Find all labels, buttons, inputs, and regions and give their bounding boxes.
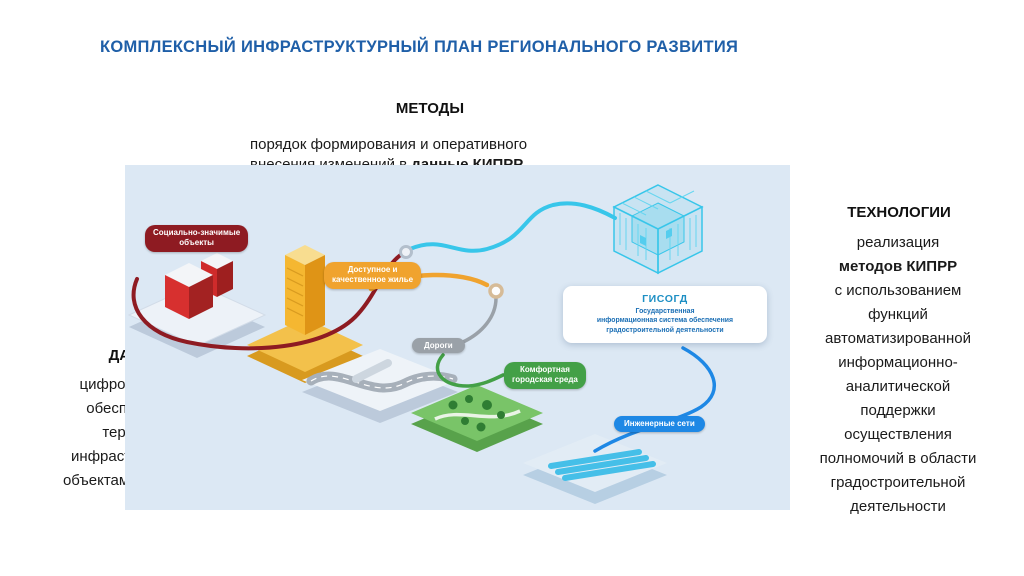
gisogd-line3: градостроительной деятельности: [606, 326, 724, 334]
gisogd-line1: Государственная: [635, 308, 695, 315]
technologies-heading: ТЕХНОЛОГИИ: [847, 204, 951, 221]
technologies-line2-bold: методов КИПРР: [838, 258, 958, 275]
connector-roads: [461, 296, 498, 344]
connector-environment: [435, 353, 505, 388]
technologies-rest: с использованием функций автоматизирован…: [819, 282, 977, 515]
label-engineering-networks: Инженерные сети: [614, 416, 705, 433]
connector-networks: [593, 346, 716, 453]
methods-heading: МЕТОДЫ: [395, 100, 465, 117]
gisogd-line2: информационная система обеспечения: [596, 317, 734, 325]
connector-cyan: [408, 201, 617, 253]
housing-ring-node: [488, 283, 504, 299]
methods-line1: порядок формирования и оперативного: [250, 136, 528, 153]
connector-lines: [131, 201, 716, 453]
technologies-text: реализация методов КИПРР с использование…: [778, 231, 1018, 519]
gisogd-card: ГИСОГД Государственная информационная си…: [563, 286, 767, 343]
label-housing: Доступное и качественное жилье: [324, 262, 422, 289]
label-urban-environment: Комфортная городская среда: [504, 362, 586, 389]
gisogd-title: ГИСОГД: [642, 293, 688, 305]
diagram-illustration: [127, 184, 716, 504]
label-roads: Дороги: [412, 338, 465, 354]
diagram-canvas: Социально-значимые объекты Доступное и к…: [125, 165, 790, 510]
social-objects-illustration: [127, 253, 267, 358]
urban-environment-illustration: [411, 385, 543, 452]
slide-title: КОМПЛЕКСНЫЙ ИНФРАСТРУКТУРНЫЙ ПЛАН РЕГИОН…: [100, 38, 739, 57]
engineering-networks-illustration: [523, 434, 667, 504]
technologies-line1: реализация: [856, 234, 940, 251]
roads-illustration: [302, 349, 458, 423]
junction-node: [399, 245, 413, 259]
label-social-objects: Социально-значимые объекты: [145, 225, 249, 252]
data-cube-icon: [612, 184, 704, 275]
